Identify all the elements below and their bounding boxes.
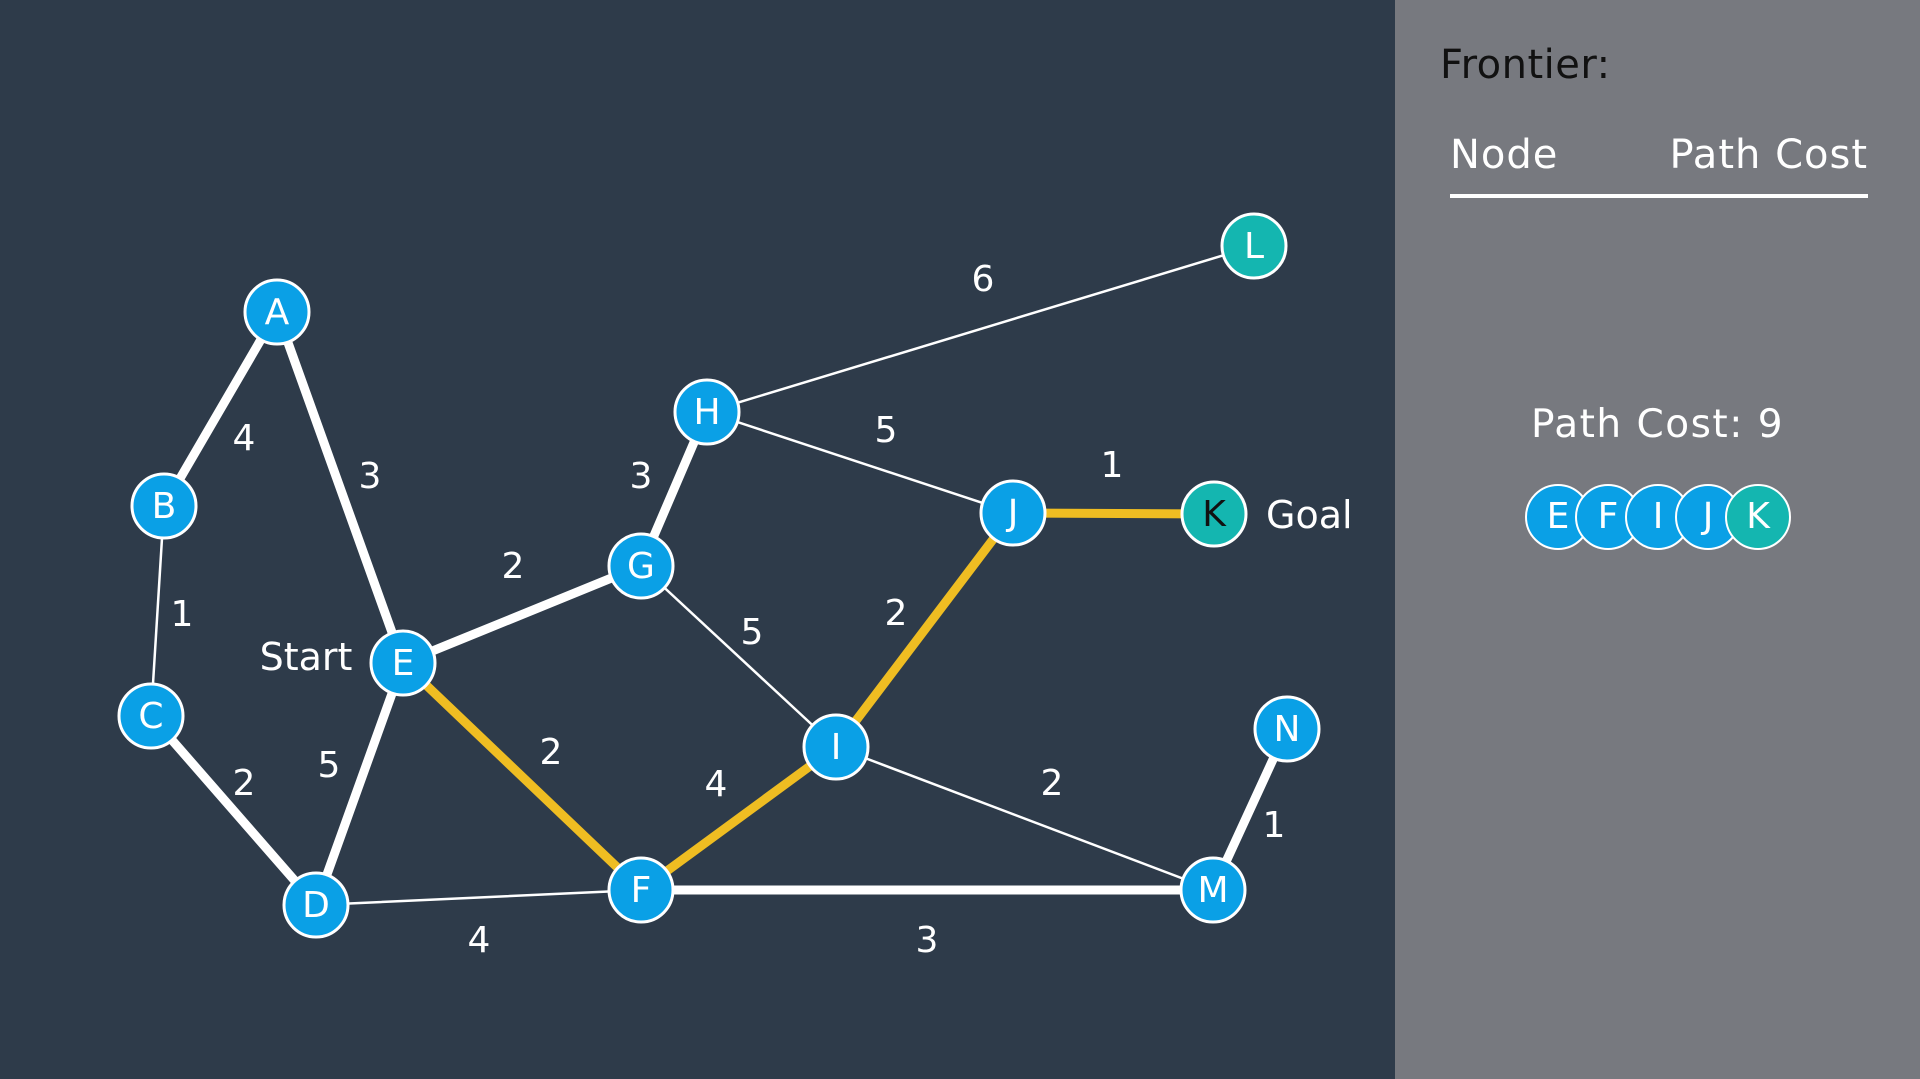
edges-layer <box>146 244 1292 910</box>
node-label-c: C <box>138 696 163 737</box>
path-node-k: K <box>1725 484 1791 550</box>
edge-e-g <box>398 561 646 668</box>
edge-cost-h-l: 6 <box>972 259 995 300</box>
edge-g-i <box>639 564 838 749</box>
edge-cost-e-g: 2 <box>502 546 525 587</box>
start-label: Start <box>260 635 353 679</box>
edge-cost-e-f: 2 <box>540 732 563 773</box>
edge-a-b <box>159 307 282 511</box>
edge-cost-a-e: 3 <box>359 456 382 497</box>
node-label-l: L <box>1244 226 1264 267</box>
edge-cost-f-m: 3 <box>916 920 939 961</box>
node-m: M <box>1179 856 1247 924</box>
search-graph: 4 3 1 2 5 4 2 2 3 5 6 5 4 2 1 2 3 1 A B C D E F G H I J K L M N Start … <box>117 212 1353 961</box>
node-i: I <box>802 713 870 781</box>
node-e: E <box>369 629 437 697</box>
frontier-table-header: Node Path Cost <box>1450 132 1868 198</box>
edge-d-e <box>311 658 408 910</box>
frontier-title: Frontier: <box>1440 42 1611 88</box>
node-circle-c <box>117 682 185 750</box>
edge-i-m <box>834 745 1215 892</box>
edge-i-j <box>831 508 1018 752</box>
edge-f-i <box>636 742 841 895</box>
nodes-layer: A B C D E F G H I J K L M N <box>117 212 1321 939</box>
node-label-e: E <box>392 643 415 684</box>
edge-b-c <box>149 504 166 718</box>
node-label-m: M <box>1197 870 1228 911</box>
node-c: C <box>117 682 185 750</box>
node-circle-d <box>282 871 350 939</box>
node-circle-j <box>979 479 1047 547</box>
edge-e-f <box>398 658 646 895</box>
node-label-i: I <box>831 727 842 768</box>
edge-cost-m-n: 1 <box>1263 805 1286 846</box>
edge-c-d <box>146 711 321 910</box>
edge-cost-d-f: 4 <box>468 920 491 961</box>
node-label-f: F <box>631 870 652 911</box>
column-header-path-cost: Path Cost <box>1669 132 1868 178</box>
goal-label: Goal <box>1266 493 1353 537</box>
node-label-k: K <box>1202 494 1227 535</box>
edge-cost-i-j: 2 <box>885 593 908 634</box>
path-cost-label: Path Cost: 9 <box>1530 402 1785 447</box>
edge-costs-layer: 4 3 1 2 5 4 2 2 3 5 6 5 4 2 1 2 3 1 <box>171 259 1286 961</box>
node-circle-l <box>1220 212 1288 280</box>
node-circle-f <box>607 856 675 924</box>
edge-cost-i-m: 2 <box>1041 763 1064 804</box>
node-f: F <box>607 856 675 924</box>
edge-j-k <box>1008 508 1219 519</box>
edge-cost-d-e: 5 <box>318 745 341 786</box>
node-label-a: A <box>265 292 290 333</box>
graph-canvas: 4 3 1 2 5 4 2 2 3 5 6 5 4 2 1 2 3 1 A B C D E F G H I J K L M N Start … <box>117 212 1353 961</box>
edge-cost-a-b: 4 <box>233 418 256 459</box>
node-label-n: N <box>1274 709 1301 750</box>
edge-cost-b-c: 1 <box>171 594 194 635</box>
edge-cost-h-j: 5 <box>875 410 898 451</box>
edge-cost-f-i: 4 <box>705 764 728 805</box>
node-circle-e <box>369 629 437 697</box>
node-circle-a <box>243 278 311 346</box>
node-label-g: G <box>627 546 655 587</box>
node-j: J <box>979 479 1047 547</box>
column-header-node: Node <box>1450 132 1559 178</box>
node-a: A <box>243 278 311 346</box>
node-labels-layer: Start Goal <box>260 493 1353 679</box>
edge-d-f <box>314 888 643 907</box>
edge-a-e <box>272 307 408 668</box>
edge-h-j <box>705 410 1015 515</box>
node-label-d: D <box>302 885 330 926</box>
node-circle-k <box>1180 480 1248 548</box>
edge-cost-g-h: 3 <box>630 456 653 497</box>
node-label-h: H <box>693 392 720 433</box>
node-l: L <box>1220 212 1288 280</box>
node-b: B <box>130 472 198 540</box>
node-circle-b <box>130 472 198 540</box>
edge-cost-g-i: 5 <box>741 612 764 653</box>
node-circle-m <box>1179 856 1247 924</box>
node-n: N <box>1253 695 1321 763</box>
node-h: H <box>673 378 741 446</box>
node-label-j: J <box>1006 493 1019 534</box>
node-circle-h <box>673 378 741 446</box>
node-k: K <box>1180 480 1248 548</box>
node-circle-n <box>1253 695 1321 763</box>
edge-cost-c-d: 2 <box>233 763 256 804</box>
node-d: D <box>282 871 350 939</box>
edge-cost-j-k: 1 <box>1101 445 1124 486</box>
node-label-b: B <box>152 486 177 527</box>
node-circle-g <box>607 532 675 600</box>
node-g: G <box>607 532 675 600</box>
node-circle-i <box>802 713 870 781</box>
edge-h-l <box>705 244 1256 414</box>
